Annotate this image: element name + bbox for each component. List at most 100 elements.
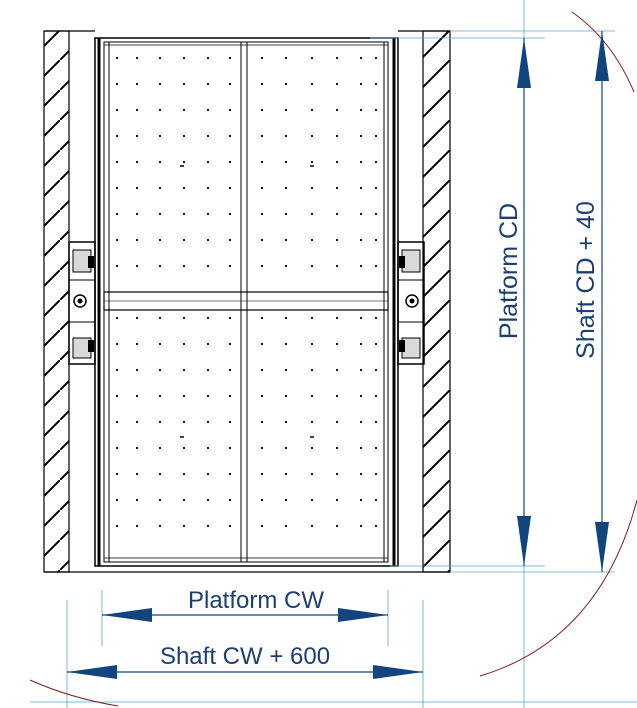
rivet — [260, 368, 264, 372]
rivet — [115, 342, 119, 346]
bottom-left-swing-arc — [29, 679, 119, 707]
rivet — [135, 524, 139, 528]
rivet — [374, 420, 378, 424]
rivet — [310, 160, 314, 164]
rivet — [335, 82, 339, 86]
rivet — [335, 186, 339, 190]
rivet — [228, 524, 232, 528]
rivet — [310, 472, 314, 476]
rivet — [158, 472, 162, 476]
rivet — [158, 108, 162, 112]
rivet — [115, 524, 119, 528]
rivet — [284, 342, 288, 346]
platform-cw-left-arrow — [102, 608, 152, 622]
rivet — [158, 186, 162, 190]
rivet — [310, 316, 314, 320]
rivet — [374, 108, 378, 112]
rivet — [158, 524, 162, 528]
shaft-cw-right-arrow — [373, 665, 423, 679]
rivet — [182, 446, 186, 450]
rivet — [182, 316, 186, 320]
rivet — [310, 420, 314, 424]
rivet — [206, 264, 210, 268]
rivet — [158, 446, 162, 450]
rivet — [115, 186, 119, 190]
rivet — [115, 394, 119, 398]
rivet — [115, 446, 119, 450]
rivet — [182, 394, 186, 398]
left-guide-bracket — [68, 241, 96, 365]
rivet — [335, 368, 339, 372]
rivet — [260, 524, 264, 528]
rivet — [260, 498, 264, 502]
rivet — [284, 212, 288, 216]
rivet — [284, 134, 288, 138]
rivet — [135, 394, 139, 398]
rivet — [158, 56, 162, 60]
rivet — [335, 264, 339, 268]
rivet — [182, 56, 186, 60]
rivet — [284, 160, 288, 164]
rivet — [228, 160, 232, 164]
rivet — [115, 134, 119, 138]
rivet — [335, 472, 339, 476]
shaft-cd-bottom-arrow — [595, 522, 609, 572]
rivet — [158, 420, 162, 424]
bottom-swing-arc — [479, 499, 637, 677]
rivet — [374, 82, 378, 86]
platform-cw-dimension: Platform CW — [102, 587, 388, 622]
rivet — [182, 212, 186, 216]
rivet — [206, 160, 210, 164]
rivet — [284, 472, 288, 476]
rivet — [359, 342, 363, 346]
rivet — [115, 264, 119, 268]
rivet — [135, 342, 139, 346]
rivet — [260, 420, 264, 424]
rivet — [135, 212, 139, 216]
rivet — [206, 108, 210, 112]
rivet — [182, 498, 186, 502]
platform-inner-frame — [103, 41, 389, 563]
shaft-cd-top-arrow — [595, 31, 609, 81]
rivet — [135, 134, 139, 138]
rivet — [284, 368, 288, 372]
rivet — [310, 186, 314, 190]
rivet — [260, 446, 264, 450]
rivet — [284, 498, 288, 502]
rivet — [359, 264, 363, 268]
rivet — [182, 420, 186, 424]
rivet — [359, 472, 363, 476]
rivet — [284, 524, 288, 528]
rivet — [206, 472, 210, 476]
rivet — [260, 186, 264, 190]
rivet — [310, 368, 314, 372]
rivet — [228, 368, 232, 372]
rivet — [135, 108, 139, 112]
rivet — [374, 446, 378, 450]
rivet — [260, 108, 264, 112]
rivet — [260, 264, 264, 268]
platform-cd-top-arrow — [517, 38, 531, 88]
rivet — [135, 316, 139, 320]
rivet — [335, 342, 339, 346]
rivet — [284, 108, 288, 112]
rivet — [359, 186, 363, 190]
rivet — [206, 212, 210, 216]
rivet — [359, 56, 363, 60]
rivet — [158, 264, 162, 268]
rivet — [374, 264, 378, 268]
rivet — [206, 394, 210, 398]
rivet — [374, 134, 378, 138]
rivet — [284, 264, 288, 268]
rivet — [228, 498, 232, 502]
rivet — [335, 420, 339, 424]
rivet — [374, 316, 378, 320]
platform-rivets — [115, 56, 378, 528]
rivet — [135, 472, 139, 476]
rivet — [206, 316, 210, 320]
rivet — [228, 82, 232, 86]
rivet — [135, 56, 139, 60]
rivet — [260, 316, 264, 320]
rivet — [182, 160, 186, 164]
rivet — [158, 394, 162, 398]
